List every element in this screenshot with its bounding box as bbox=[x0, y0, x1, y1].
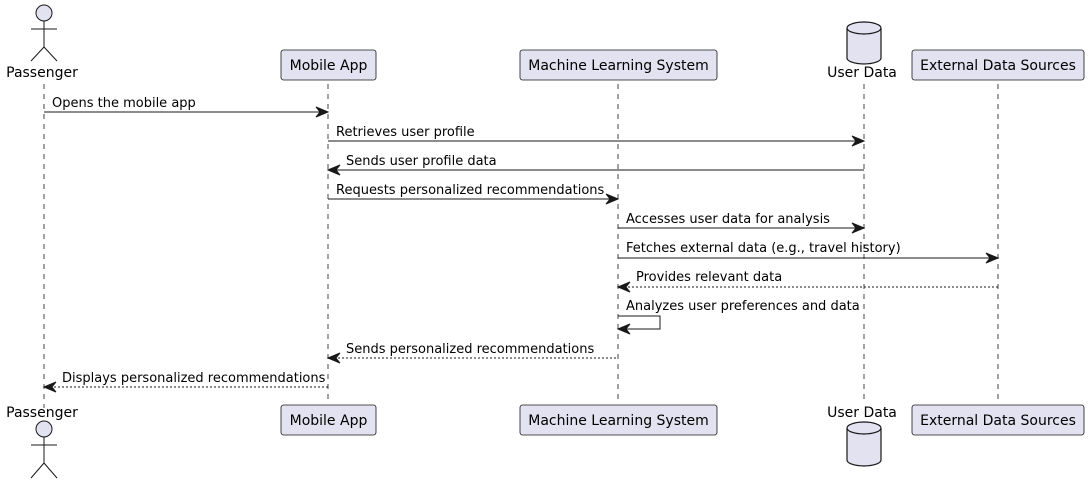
message-label: Sends user profile data bbox=[346, 154, 497, 169]
arrowhead bbox=[616, 323, 631, 335]
message-provides-relevant-data: Provides relevant data bbox=[616, 270, 998, 293]
message-label: Analyzes user preferences and data bbox=[626, 299, 860, 314]
actor-icon bbox=[30, 420, 58, 479]
database-icon bbox=[846, 21, 882, 65]
message-requests-recommendations: Requests personalized recommendations bbox=[328, 183, 620, 205]
message-accesses-user-data: Accesses user data for analysis bbox=[618, 212, 866, 234]
actor-passenger-bottom: Passenger bbox=[6, 405, 78, 479]
arrowhead bbox=[616, 281, 631, 293]
message-displays-recommendations: Displays personalized recommendations bbox=[42, 371, 328, 393]
participant-user-data-top: User Data bbox=[827, 21, 897, 81]
message-opens-app: Opens the mobile app bbox=[44, 96, 330, 118]
participant-label-external-sources: External Data Sources bbox=[920, 413, 1076, 429]
participant-label-user-data: User Data bbox=[827, 65, 897, 81]
participant-mobile-app-top: Mobile App bbox=[280, 49, 377, 81]
message-label: Displays personalized recommendations bbox=[62, 371, 326, 386]
participant-user-data-bottom: User Data bbox=[827, 405, 897, 467]
message-analyzes-preferences: Analyzes user preferences and data bbox=[616, 299, 860, 335]
message-retrieves-profile: Retrieves user profile bbox=[328, 125, 866, 147]
message-fetches-external-data: Fetches external data (e.g., travel hist… bbox=[618, 241, 1000, 264]
participant-mobile-app-bottom: Mobile App bbox=[280, 404, 377, 436]
actor-icon bbox=[30, 4, 58, 62]
participant-external-sources-top: External Data Sources bbox=[911, 49, 1085, 81]
participant-ml-system-bottom: Machine Learning System bbox=[519, 404, 718, 436]
actor-passenger-top: Passenger bbox=[6, 4, 78, 81]
arrowhead bbox=[851, 135, 866, 147]
message-sends-profile-data: Sends user profile data bbox=[326, 154, 864, 176]
arrowhead bbox=[851, 222, 866, 234]
message-sends-recommendations: Sends personalized recommendations bbox=[326, 342, 618, 364]
participant-label-mobile-app: Mobile App bbox=[290, 58, 368, 74]
participant-label-user-data: User Data bbox=[827, 405, 897, 421]
participant-label-ml-system: Machine Learning System bbox=[528, 58, 709, 74]
database-icon bbox=[846, 421, 882, 467]
arrowhead bbox=[985, 252, 1000, 264]
message-label: Fetches external data (e.g., travel hist… bbox=[626, 241, 901, 256]
message-label: Sends personalized recommendations bbox=[346, 342, 594, 357]
participant-ml-system-top: Machine Learning System bbox=[519, 49, 718, 81]
participant-label-mobile-app: Mobile App bbox=[290, 413, 368, 429]
message-label: Retrieves user profile bbox=[336, 125, 475, 140]
message-label: Provides relevant data bbox=[636, 270, 782, 285]
participant-label-passenger: Passenger bbox=[6, 65, 78, 81]
arrowhead bbox=[42, 381, 57, 393]
participant-label-external-sources: External Data Sources bbox=[920, 58, 1076, 74]
participant-label-passenger: Passenger bbox=[6, 405, 78, 421]
message-label: Opens the mobile app bbox=[52, 96, 196, 111]
arrowhead bbox=[326, 352, 341, 364]
participant-external-sources-bottom: External Data Sources bbox=[911, 404, 1085, 436]
arrowhead bbox=[315, 106, 330, 118]
participant-label-ml-system: Machine Learning System bbox=[528, 413, 709, 429]
arrowhead bbox=[605, 193, 620, 205]
message-label: Accesses user data for analysis bbox=[626, 212, 830, 227]
arrowhead bbox=[326, 164, 341, 176]
message-label: Requests personalized recommendations bbox=[336, 183, 605, 198]
